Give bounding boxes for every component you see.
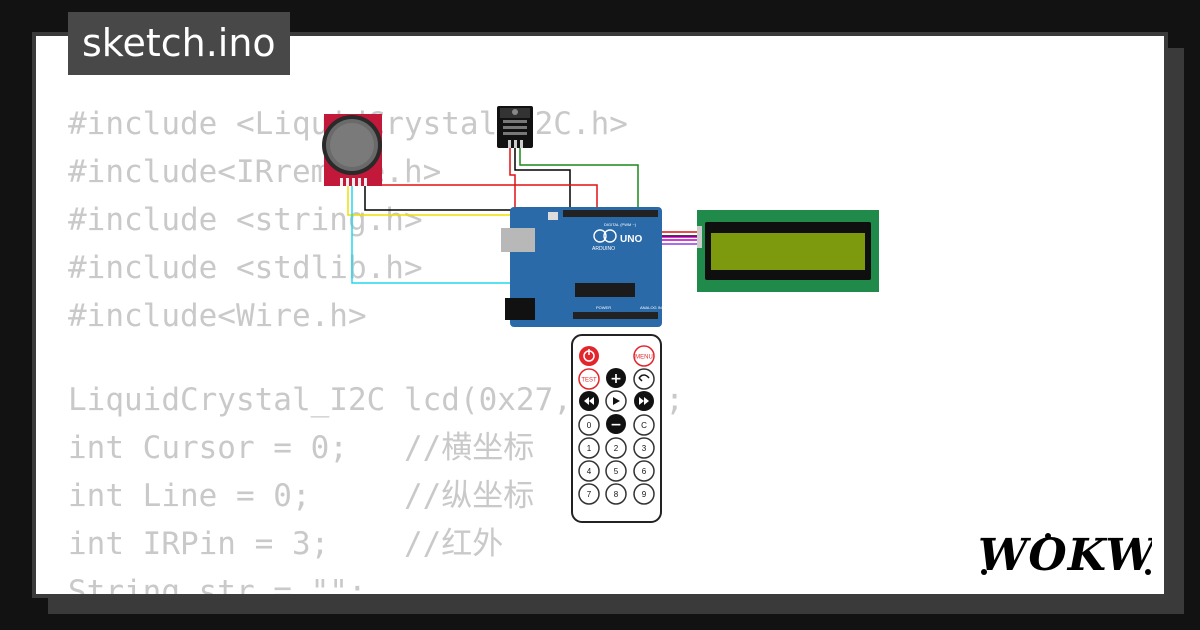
remote-label: 1: [587, 444, 592, 453]
remote-menu-button[interactable]: [633, 345, 655, 367]
usb-port: [501, 228, 535, 252]
wire-black-ir[interactable]: [514, 145, 571, 215]
digital-label: DIGITAL (PWM ~): [604, 222, 637, 227]
wokwi-logo-text: WOKWi: [978, 530, 1152, 578]
digital-header: [563, 210, 658, 217]
shadow-bottom: [48, 594, 1184, 614]
ir-remote[interactable]: MENU TEST + 0 − C 1 2 3 4: [571, 334, 662, 523]
remote-power-button[interactable]: [579, 346, 599, 366]
remote-digit-pad: 1 2 3 4 5 6 7 8 9: [578, 437, 655, 505]
back-arrow-icon: [638, 374, 650, 382]
remote-button-9[interactable]: [633, 483, 655, 505]
remote-label: −: [610, 417, 622, 433]
remote-menu-label: MENU: [635, 355, 653, 361]
code-line: #include <string.h>: [68, 202, 423, 238]
remote-button-4[interactable]: [578, 460, 600, 482]
lcd-1602-display[interactable]: [697, 210, 879, 292]
remote-test-label: TEST: [581, 378, 597, 384]
remote-button-8[interactable]: [605, 483, 627, 505]
prev-track-icon: [584, 397, 594, 405]
analog-header: [573, 312, 658, 319]
code-line: #include <LiquidCrystal_I2C.h>: [68, 106, 628, 142]
remote-label: 6: [642, 467, 647, 476]
code-line: #include<Wire.h>: [68, 298, 367, 334]
power-label: POWER: [596, 305, 611, 310]
remote-label: 7: [587, 490, 592, 499]
next-track-icon: [639, 397, 649, 405]
remote-label: 0: [587, 421, 592, 430]
analog-label: ANALOG IN: [640, 305, 662, 310]
sketch-filename-tab[interactable]: sketch.ino: [68, 12, 290, 75]
remote-button-3[interactable]: [633, 437, 655, 459]
remote-label: C: [641, 421, 647, 430]
remote-label: 9: [642, 490, 647, 499]
wokwi-logo: WOKWi: [978, 530, 1152, 578]
code-line: int Line = 0; //纵坐标: [68, 478, 535, 514]
arduino-uno[interactable]: UNO ARDUINO DIGITAL (PWM ~) ANALOG IN PO…: [501, 207, 662, 327]
remote-label: 5: [614, 467, 619, 476]
ir-receiver[interactable]: [497, 106, 533, 148]
remote-back-button[interactable]: [633, 368, 655, 390]
card-bottom-border: [32, 594, 1168, 598]
remote-button-c[interactable]: [633, 414, 655, 436]
wire-green-ir[interactable]: [519, 145, 639, 215]
remote-label: 3: [642, 444, 647, 453]
remote-label: 2: [614, 444, 619, 453]
remote-button-1[interactable]: [578, 437, 600, 459]
remote-plus-label: +: [610, 371, 622, 387]
remote-button-2[interactable]: [605, 437, 627, 459]
remote-label: 8: [614, 490, 619, 499]
code-preview: #include <LiquidCrystal_I2C.h>#include<I…: [68, 100, 684, 616]
remote-test-button[interactable]: [578, 368, 600, 390]
arduino-model-label: UNO: [620, 234, 642, 245]
play-icon: [613, 397, 620, 405]
remote-button-5[interactable]: [605, 460, 627, 482]
remote-plus-button[interactable]: [606, 368, 626, 388]
code-line: int IRPin = 3; //红外: [68, 526, 504, 562]
joystick-module[interactable]: [322, 114, 382, 186]
code-line: int Cursor = 0; //横坐标: [68, 430, 535, 466]
code-line: #include <stdlib.h>: [68, 250, 423, 286]
remote-button-7[interactable]: [578, 483, 600, 505]
atmega-chip: [575, 283, 635, 297]
arduino-brand-label: ARDUINO: [592, 246, 615, 252]
remote-minus-button[interactable]: [606, 414, 626, 434]
remote-button-6[interactable]: [633, 460, 655, 482]
remote-label: 4: [587, 467, 592, 476]
power-jack: [505, 298, 535, 320]
remote-button-0[interactable]: [578, 414, 600, 436]
